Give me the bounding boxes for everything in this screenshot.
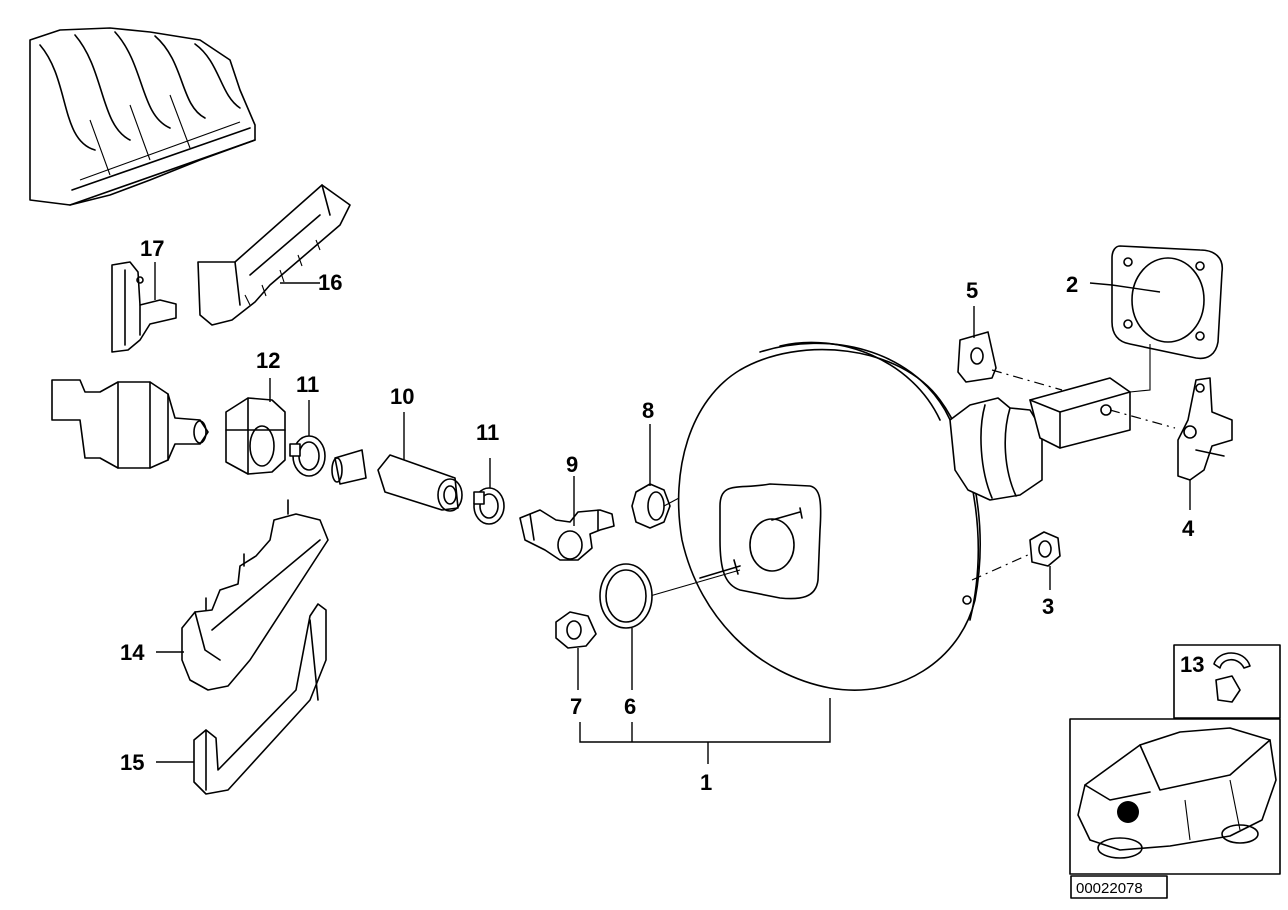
rail-16 [197, 184, 351, 326]
callout-16: 16 [318, 270, 342, 295]
callout-4: 4 [1182, 516, 1195, 541]
callout-14: 14 [120, 640, 145, 665]
callout-bracket-1 [579, 698, 831, 764]
bracket-17 [111, 261, 177, 353]
grommet-8 [631, 424, 671, 529]
callout-15: 15 [120, 750, 144, 775]
callout-8: 8 [642, 398, 654, 423]
car-locator-inset [1069, 718, 1281, 875]
clip-nut-5 [957, 306, 1063, 391]
strap-15 [156, 603, 327, 795]
intake-manifold-illustration [29, 27, 256, 206]
callout-17: 17 [140, 236, 164, 261]
o-ring-6 [599, 563, 653, 690]
elbow-fitting-9 [519, 476, 615, 561]
callout-7: 7 [570, 694, 582, 719]
callout-9: 9 [566, 452, 578, 477]
bracket-14 [156, 499, 329, 691]
document-id: 00022078 [1076, 880, 1143, 897]
gasket-2 [1089, 245, 1224, 393]
callout-11-right: 11 [476, 420, 499, 445]
hose-clamp-11-left [289, 400, 326, 477]
callout-11-left: 11 [296, 372, 319, 397]
hose-clamp-11-right [473, 458, 505, 525]
callout-2: 2 [1066, 272, 1078, 297]
callout-6: 6 [624, 694, 636, 719]
document-id-box: 00022078 [1070, 875, 1168, 899]
callout-1: 1 [700, 770, 712, 795]
check-valve [51, 379, 209, 469]
callout-5: 5 [966, 278, 978, 303]
callout-labels: 1 2 3 4 5 6 7 8 9 10 11 11 12 13 14 15 1… [120, 236, 1204, 795]
inset-13 [1173, 644, 1281, 719]
location-marker-icon [1117, 801, 1139, 823]
nut-7 [555, 611, 597, 690]
callout-13: 13 [1180, 652, 1204, 677]
callout-12: 12 [256, 348, 280, 373]
grommet-12 [225, 378, 286, 475]
short-hose [331, 449, 367, 485]
callout-10: 10 [390, 384, 414, 409]
vacuum-hose-10 [377, 412, 463, 512]
lever-4 [1109, 377, 1233, 510]
nut-3 [971, 531, 1061, 590]
brake-booster-1 [649, 341, 1131, 691]
callout-3: 3 [1042, 594, 1054, 619]
